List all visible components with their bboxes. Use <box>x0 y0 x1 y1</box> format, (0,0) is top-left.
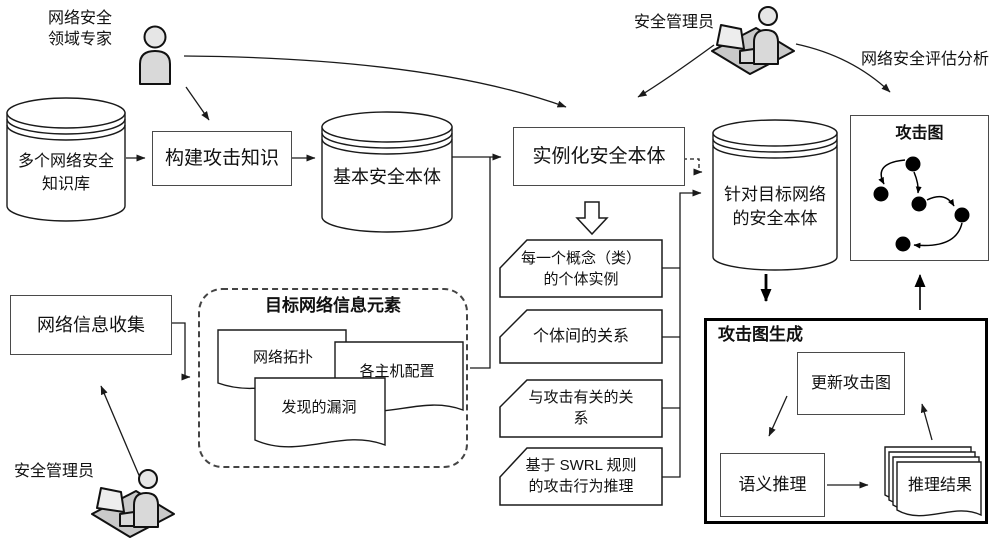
ontology-part-1-label: 每一个概念（类） 的个体实例 <box>520 250 641 288</box>
attack-graph-panel: 攻击图 <box>850 115 989 261</box>
ontology-part-3-label: 与攻击有关的关 系 <box>528 389 634 427</box>
generation-title: 攻击图生成 <box>718 325 803 344</box>
attack-graph-generation-group <box>704 318 988 524</box>
process-update-attack-graph: 更新攻击图 <box>797 352 905 415</box>
attack-graph-drawing <box>873 156 970 252</box>
assessment-flow-label: 网络安全评估分析 <box>860 51 989 68</box>
target-ontology-label: 针对目标网络 的安全本体 <box>724 185 826 228</box>
knowledge-bases-label: 多个网络安全 知识库 <box>17 153 114 193</box>
person-icon <box>139 25 171 85</box>
connector-parts-to-targetontology <box>662 189 702 478</box>
admin-bottom-label: 安全管理员 <box>13 463 94 480</box>
graph-node <box>873 186 889 202</box>
graph-node <box>911 196 927 212</box>
arrow-adminbottom-to-collect <box>100 385 142 481</box>
graph-edge <box>913 222 963 249</box>
doc-vulnerabilities-label: 发现的漏洞 <box>281 399 357 416</box>
process-collect-network-info: 网络信息收集 <box>10 295 172 355</box>
document-result-page1 <box>896 461 982 517</box>
base-ontology-label: 基本安全本体 <box>333 167 441 187</box>
arrow-result-to-update <box>920 403 933 441</box>
block-down-arrow <box>575 201 609 236</box>
admin-top-label: 安全管理员 <box>633 14 714 31</box>
process-semantic-reasoning: 语义推理 <box>720 453 825 517</box>
arrow-collect-to-infoelements <box>170 322 191 381</box>
arrow-admintop-to-attackgraph <box>795 43 891 93</box>
arrow-expert-to-instantiate <box>183 55 567 108</box>
graph-edge <box>913 171 922 194</box>
graph-edge <box>926 195 955 207</box>
graph-node <box>954 207 970 223</box>
expert-label: 网络安全 领域专家 <box>47 10 112 48</box>
graph-node <box>895 236 911 252</box>
person-at-computer-icon <box>711 6 795 75</box>
card-part-4 <box>499 447 663 506</box>
process-build-attack-knowledge: 构建攻击知识 <box>152 131 292 186</box>
database-base-ontology <box>321 111 453 233</box>
arrow-instantiate-to-targetontology <box>683 158 703 176</box>
process-instantiate-ontology: 实例化安全本体 <box>513 127 685 186</box>
result-docs-label: 推理结果 <box>907 477 972 494</box>
card-part-1 <box>499 239 663 298</box>
attack-graph-title: 攻击图 <box>895 125 944 142</box>
info-elements-title: 目标网络信息元素 <box>265 296 401 315</box>
arrow-expert-to-build <box>185 86 210 121</box>
person-at-computer-icon <box>91 469 175 538</box>
doc-topology-label: 网络拓扑 <box>252 349 313 366</box>
database-knowledge-bases <box>6 97 126 222</box>
arrow-admintop-to-instantiate <box>637 44 715 98</box>
target-network-info-elements-group <box>198 288 468 468</box>
ontology-part-4-label: 基于 SWRL 规则 的攻击行为推理 <box>525 457 637 495</box>
doc-host-config-label: 各主机配置 <box>359 363 435 380</box>
graph-edge <box>878 159 906 185</box>
graph-node <box>905 156 921 172</box>
arrow-update-to-semantic <box>768 395 788 437</box>
database-target-ontology <box>712 119 838 271</box>
document-vulnerabilities <box>254 377 386 448</box>
card-part-2 <box>499 309 663 364</box>
card-part-3 <box>499 379 663 438</box>
connector-infoelements-branch <box>470 157 491 369</box>
ontology-part-2-label: 个体间的关系 <box>532 328 629 345</box>
